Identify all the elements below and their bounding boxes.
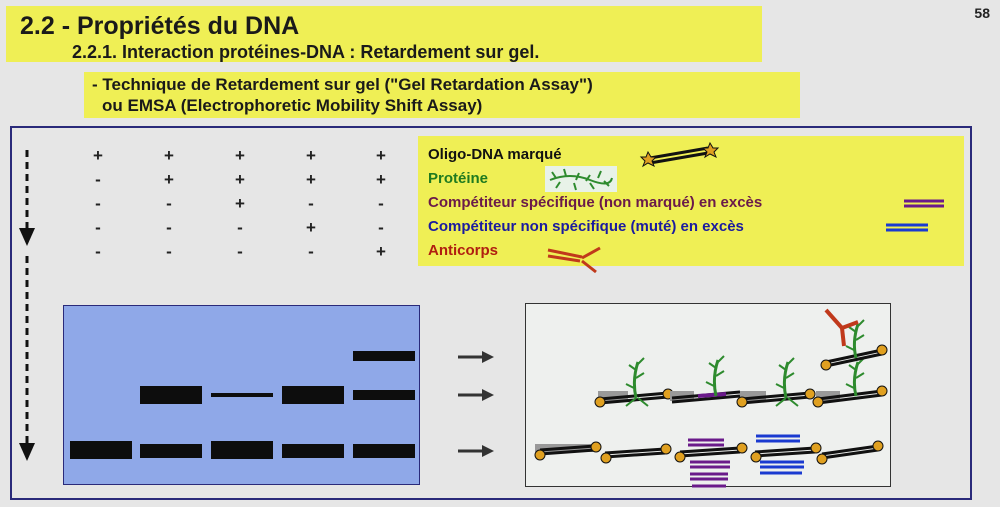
gel-band-supershift-lane5 <box>353 351 415 361</box>
specific-competitor-stack <box>688 438 730 488</box>
gel-panel <box>63 305 420 485</box>
nonspecific-competitor-icon <box>886 223 928 232</box>
migration-arrow-icon <box>19 228 35 246</box>
matrix-cell: + <box>376 242 386 261</box>
legend-box: Oligo-DNA marqué Protéine Compétiteur sp… <box>418 136 964 266</box>
migration-arrow-icon <box>19 443 35 461</box>
gel-band-free-lane5 <box>353 444 415 458</box>
legend-nonspecific-competitor-label: Compétiteur non spécifique (muté) en exc… <box>428 218 744 235</box>
protein-icon <box>545 166 617 192</box>
matrix-cell: + <box>164 146 174 165</box>
matrix-cell: - <box>95 218 101 237</box>
arrow-right-icon <box>482 389 494 401</box>
gel-band-free-lane3 <box>211 441 273 459</box>
matrix-cell: - <box>95 242 101 261</box>
matrix-cell: - <box>308 242 314 261</box>
specific-competitor-icon <box>904 199 944 208</box>
gel-band-free-lane4 <box>282 444 344 458</box>
matrix-cell: + <box>306 218 316 237</box>
technique-line-2: ou EMSA (Electrophoretic Mobility Shift … <box>102 96 483 115</box>
gel-band-complex-lane4 <box>282 386 344 404</box>
matrix-cell: - <box>378 218 384 237</box>
legend-protein-label: Protéine <box>428 170 489 187</box>
gel-band-free-lane2 <box>140 444 202 458</box>
matrix-cell: + <box>164 170 174 189</box>
matrix-cell: - <box>166 194 172 213</box>
legend-antibody-label: Anticorps <box>428 242 499 259</box>
antibody-supershift-complex <box>820 308 888 371</box>
gel-band-complex-lane2 <box>140 386 202 404</box>
content-frame <box>10 126 972 500</box>
matrix-cell: - <box>166 242 172 261</box>
matrix-cell: + <box>376 146 386 165</box>
matrix-cell: - <box>378 194 384 213</box>
matrix-cell: + <box>306 146 316 165</box>
matrix-cell: + <box>376 170 386 189</box>
matrix-cell: - <box>237 242 243 261</box>
matrix-cell: - <box>95 170 101 189</box>
gel-band-complex-lane5 <box>353 390 415 400</box>
gel-band-free-lane1 <box>70 441 132 459</box>
gel-band-complex-lane3 <box>211 393 273 397</box>
slide-title: 2.2 - Propriétés du DNA <box>20 12 300 40</box>
arrow-right-icon <box>482 351 494 363</box>
free-oligo-row <box>534 440 884 465</box>
protein-dna-complexes <box>594 355 888 408</box>
antibody-icon <box>547 246 601 274</box>
title-box: 2.2 - Propriétés du DNA 2.2.1. Interacti… <box>6 6 762 62</box>
matrix-cell: + <box>93 146 103 165</box>
arrow-right-icon <box>482 445 494 457</box>
matrix-cell: - <box>95 194 101 213</box>
technique-line-1: - Technique de Retardement sur gel ("Gel… <box>92 75 593 94</box>
matrix-cell: + <box>235 170 245 189</box>
matrix-cell: + <box>235 194 245 213</box>
nonspecific-competitor-stack <box>756 434 804 475</box>
matrix-cell: + <box>306 170 316 189</box>
matrix-cell: - <box>166 218 172 237</box>
legend-specific-competitor-label: Compétiteur spécifique (non marqué) en e… <box>428 194 763 211</box>
matrix-cell: + <box>235 146 245 165</box>
matrix-cell: - <box>237 218 243 237</box>
labeled-oligo-icon <box>639 141 720 168</box>
matrix-cell: - <box>308 194 314 213</box>
technique-box: - Technique de Retardement sur gel ("Gel… <box>84 72 800 118</box>
slide-subtitle: 2.2.1. Interaction protéines-DNA : Retar… <box>72 42 540 62</box>
legend-oligo-label: Oligo-DNA marqué <box>428 146 562 163</box>
page-number: 58 <box>974 5 990 21</box>
